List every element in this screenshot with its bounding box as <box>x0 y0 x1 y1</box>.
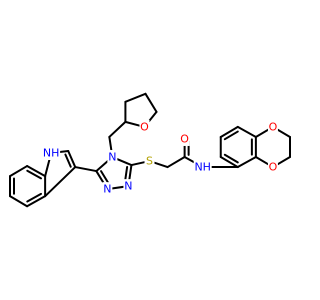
bond-b2-b3 <box>9 165 29 178</box>
atom-label-o_carbonyl: O <box>180 132 189 145</box>
bond-b5-b6 <box>26 192 43 203</box>
atom-label-s_thioether: S <box>146 155 153 168</box>
atom-bg-o_dioxane_bottom <box>267 160 278 175</box>
bond-f_c4-f_c5 <box>144 92 158 113</box>
bond-ch2-co <box>166 156 186 169</box>
atom-bg-s_thioether <box>144 154 155 169</box>
bond-b3-b4 <box>26 165 47 178</box>
atom-label-o_thf: O <box>140 120 149 133</box>
atom-bg-n_triazole_4 <box>107 150 118 165</box>
atom-label-n_triazole_1: N <box>103 183 111 196</box>
bond-f_c3-f_c4 <box>124 92 147 103</box>
bond-a2-a3 <box>223 130 239 141</box>
bond-a5-a6 <box>236 156 257 169</box>
bond-b6-b1 <box>9 195 29 208</box>
atom-label-nh_indole: NH <box>43 147 60 160</box>
bond-m-f_c2 <box>108 120 127 138</box>
atom-bg-nh_indole <box>42 146 61 161</box>
atom-label-o_dioxane_bottom: O <box>269 161 278 174</box>
bonds-layer <box>9 92 291 208</box>
bond-a2-a3 <box>219 125 239 138</box>
bond-p_c3-t_c5 <box>74 166 98 173</box>
atom-bg-n_triazole_1 <box>102 182 113 197</box>
atom-label-n_triazole_2: N <box>124 180 132 193</box>
atom-label-nh_amide: NH <box>194 161 211 174</box>
bond-a6-a1 <box>223 153 239 164</box>
atom-label-n_triazole_4: N <box>108 151 116 164</box>
bond-a6-a1 <box>219 156 239 169</box>
bond-p_c2-p_c3 <box>64 153 72 168</box>
atom-bg-nh_amide <box>193 160 212 175</box>
atom-bg-o_thf <box>139 119 150 134</box>
bond-p_c2-p_c3 <box>67 150 77 169</box>
bond-a3-a4 <box>236 125 257 138</box>
bond-b3-b4 <box>26 169 43 180</box>
atom-bg-o_dioxane_top <box>267 119 278 134</box>
atom-bg-o_carbonyl <box>179 131 190 146</box>
atom-bg-n_triazole_2 <box>123 179 134 194</box>
bond-b5-b6 <box>26 195 47 208</box>
atom-label-o_dioxane_top: O <box>269 120 278 133</box>
bond-p_c3-b5 <box>44 166 77 198</box>
